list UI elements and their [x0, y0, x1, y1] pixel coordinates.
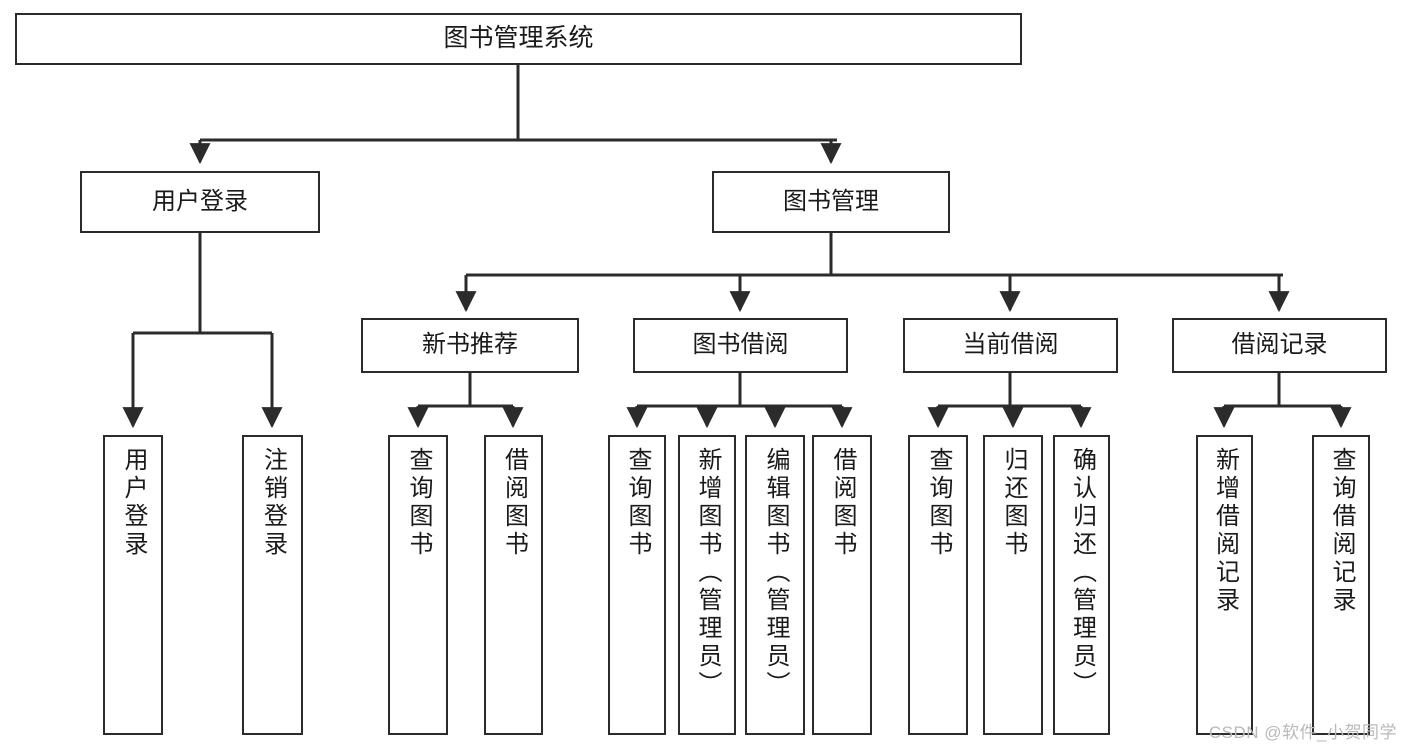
- node-leaf-edit-book-label: 编辑图书（管理员）: [762, 447, 789, 699]
- node-leaf-add-record[interactable]: 新增借阅记录: [1196, 435, 1253, 735]
- node-book-borrow[interactable]: 图书借阅: [633, 318, 848, 373]
- node-borrow-record[interactable]: 借阅记录: [1172, 318, 1387, 373]
- node-leaf-query-book-2[interactable]: 查询图书: [608, 435, 666, 735]
- node-leaf-add-book-label: 新增图书（管理员）: [694, 447, 721, 699]
- node-leaf-query-record-label: 查询借阅记录: [1328, 447, 1355, 615]
- node-book-manage-label: 图书管理: [783, 187, 879, 215]
- node-leaf-logout-label: 注销登录: [259, 447, 287, 559]
- node-root-label: 图书管理系统: [443, 24, 594, 53]
- node-leaf-query-book-3[interactable]: 查询图书: [908, 435, 968, 735]
- node-leaf-query-record[interactable]: 查询借阅记录: [1312, 435, 1370, 735]
- node-leaf-query-book-3-label: 查询图书: [925, 447, 952, 559]
- node-current-borrow[interactable]: 当前借阅: [903, 318, 1118, 373]
- node-leaf-query-book-2-label: 查询图书: [624, 447, 651, 559]
- node-current-borrow-label: 当前借阅: [962, 331, 1059, 359]
- csdn-watermark: CSDN @软件_小贺同学: [1208, 723, 1397, 742]
- node-leaf-query-book-1-label: 查询图书: [405, 447, 432, 559]
- node-leaf-borrow-book-1[interactable]: 借阅图书: [484, 435, 543, 735]
- node-user-login-label: 用户登录: [152, 187, 248, 215]
- node-root[interactable]: 图书管理系统: [15, 13, 1022, 65]
- node-leaf-confirm-return-label: 确认归还（管理员）: [1068, 447, 1096, 699]
- node-leaf-confirm-return[interactable]: 确认归还（管理员）: [1053, 435, 1110, 735]
- node-new-book-rec[interactable]: 新书推荐: [361, 318, 579, 373]
- node-new-book-rec-label: 新书推荐: [422, 331, 518, 359]
- node-leaf-user-login[interactable]: 用户登录: [103, 435, 163, 735]
- node-leaf-edit-book[interactable]: 编辑图书（管理员）: [745, 435, 805, 735]
- node-leaf-borrow-book-2[interactable]: 借阅图书: [812, 435, 872, 735]
- node-borrow-record-label: 借阅记录: [1231, 331, 1328, 359]
- node-book-manage[interactable]: 图书管理: [712, 171, 950, 233]
- node-leaf-return-book-label: 归还图书: [1000, 447, 1027, 559]
- node-leaf-logout[interactable]: 注销登录: [242, 435, 303, 735]
- node-leaf-borrow-book-1-label: 借阅图书: [500, 447, 528, 559]
- node-book-borrow-label: 图书借阅: [692, 331, 789, 359]
- node-leaf-query-book-1[interactable]: 查询图书: [388, 435, 448, 735]
- node-leaf-user-login-label: 用户登录: [120, 447, 147, 559]
- node-leaf-add-record-label: 新增借阅记录: [1211, 447, 1239, 615]
- node-leaf-borrow-book-2-label: 借阅图书: [829, 447, 856, 559]
- node-user-login[interactable]: 用户登录: [80, 171, 320, 233]
- node-leaf-return-book[interactable]: 归还图书: [983, 435, 1043, 735]
- node-leaf-add-book[interactable]: 新增图书（管理员）: [678, 435, 736, 735]
